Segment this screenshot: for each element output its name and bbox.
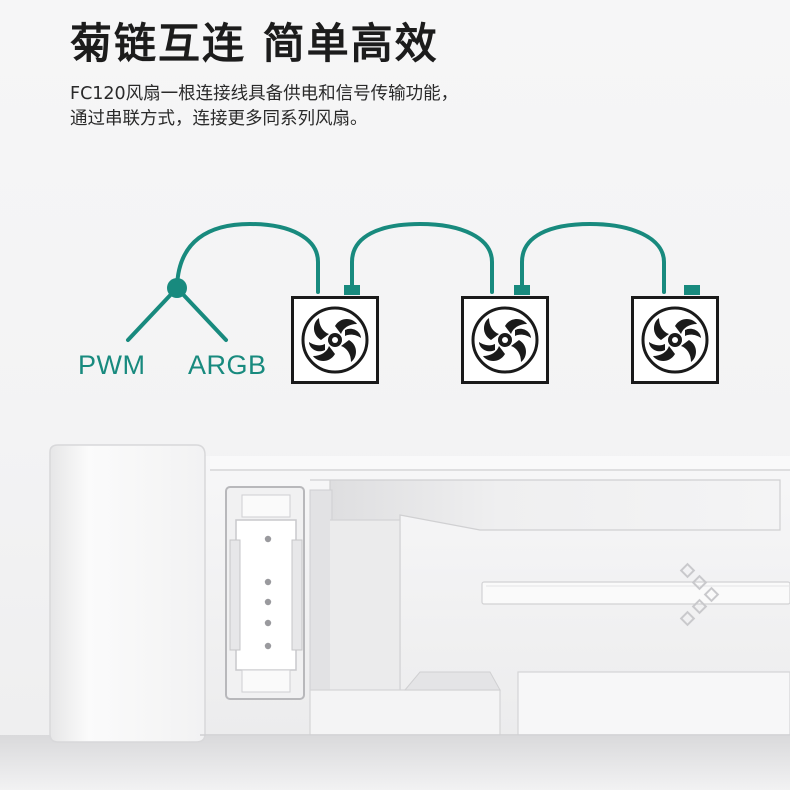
fan-1-connector (344, 285, 360, 295)
cable-to-fan-1 (175, 221, 320, 294)
fan-icon (631, 296, 719, 384)
description-line-1: FC120风扇一根连接线具备供电和信号传输功能， (70, 84, 459, 104)
daisy-chain-diagram (126, 221, 719, 384)
frame-left-cap (49, 444, 206, 743)
pwm-cable (126, 286, 179, 342)
argb-cable (175, 286, 228, 342)
fan-2-connector (514, 285, 530, 295)
argb-label: ARGB (188, 350, 267, 380)
pwm-label: PWM (78, 350, 146, 380)
cable-fan-2-to-3 (520, 221, 666, 294)
cable-fan-1-to-2 (350, 221, 494, 294)
frame-top-lip (210, 456, 790, 470)
rail-slot (481, 581, 790, 605)
shadow (0, 735, 790, 790)
description: FC120风扇一根连接线具备供电和信号传输功能， 通过串联方式，连接更多同系列风… (70, 82, 630, 132)
split-node (167, 278, 187, 298)
fan-icon (291, 296, 379, 384)
connector-pins (264, 535, 272, 650)
fan-icon (461, 296, 549, 384)
arrow-mark (679, 562, 720, 627)
page-title: 菊链互连 简单高效 (70, 19, 439, 68)
description-line-2: 通过串联方式，连接更多同系列风扇。 (70, 109, 368, 129)
fan-3-connector (684, 285, 700, 295)
